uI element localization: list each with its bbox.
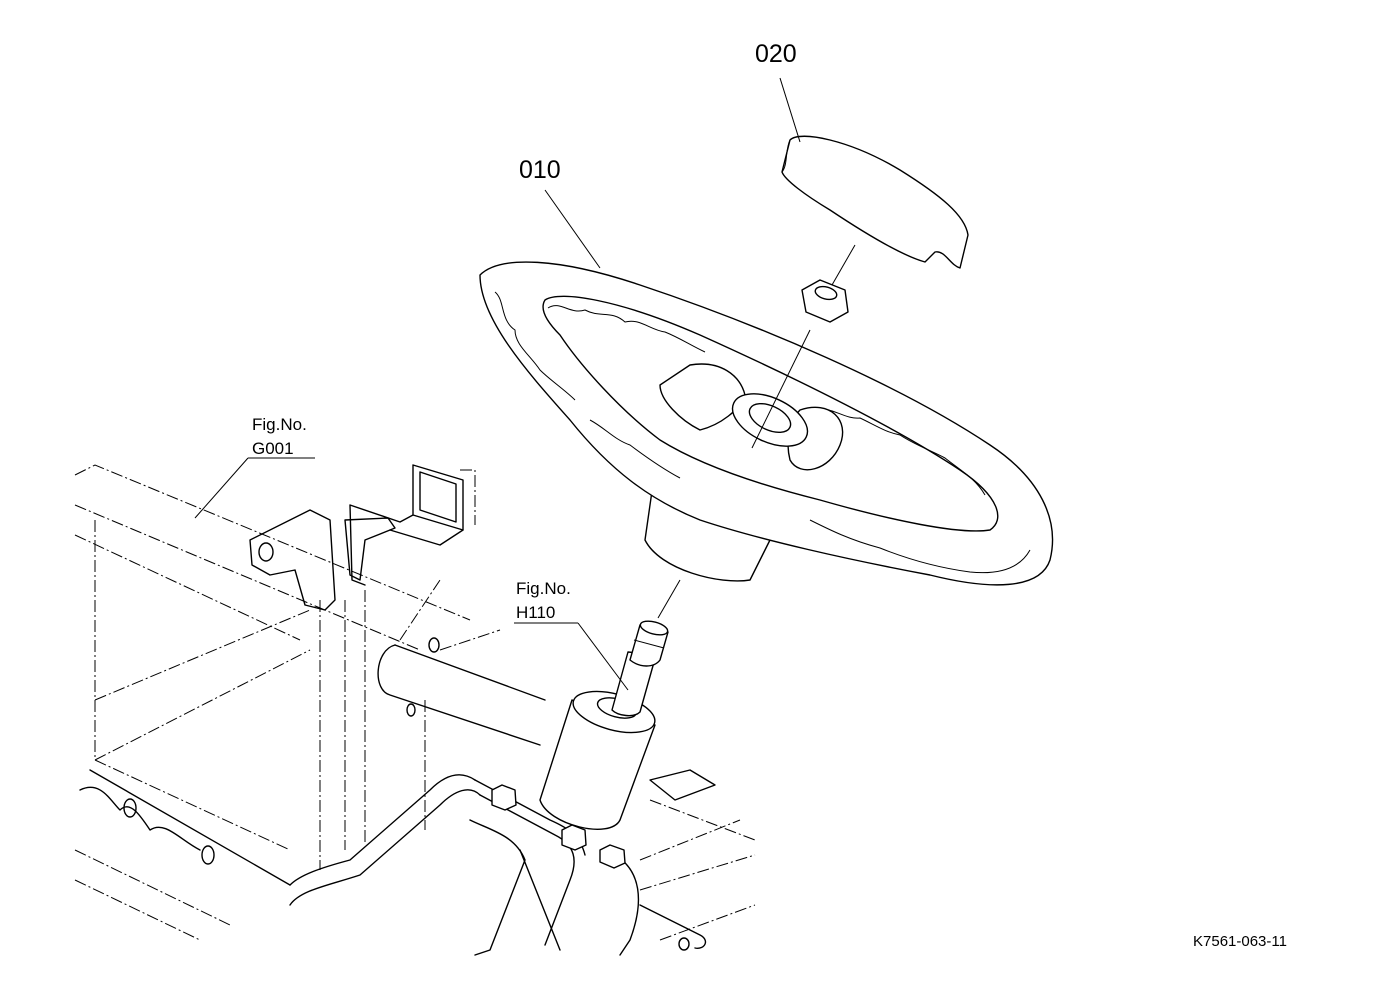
callout-020: 020 [755, 40, 797, 68]
bolts [491, 784, 626, 869]
horn-cover [781, 135, 969, 269]
leader-lines [194, 77, 801, 691]
assembly-axis-line [657, 579, 681, 619]
fig-ref-column-line1: Fig.No. [516, 579, 571, 598]
axis-line-upper [751, 329, 811, 449]
callout-010: 010 [519, 156, 561, 184]
mounting-plate [249, 509, 396, 611]
steering-wheel [479, 261, 1054, 586]
pedal-arms [469, 819, 707, 956]
fig-ref-frame-line2: G001 [252, 439, 294, 458]
drawing-code: K7561-063-11 [1193, 933, 1287, 950]
axis-line-top [831, 244, 856, 286]
frame-phantom-lines [74, 464, 756, 941]
nut [801, 279, 849, 323]
fig-ref-frame-line1: Fig.No. [252, 415, 307, 434]
cross-tube [377, 637, 546, 746]
steering-column [539, 620, 716, 830]
fig-ref-column-line2: H110 [516, 603, 555, 622]
lower-beam [79, 769, 291, 886]
square-tube-bracket [349, 464, 464, 586]
